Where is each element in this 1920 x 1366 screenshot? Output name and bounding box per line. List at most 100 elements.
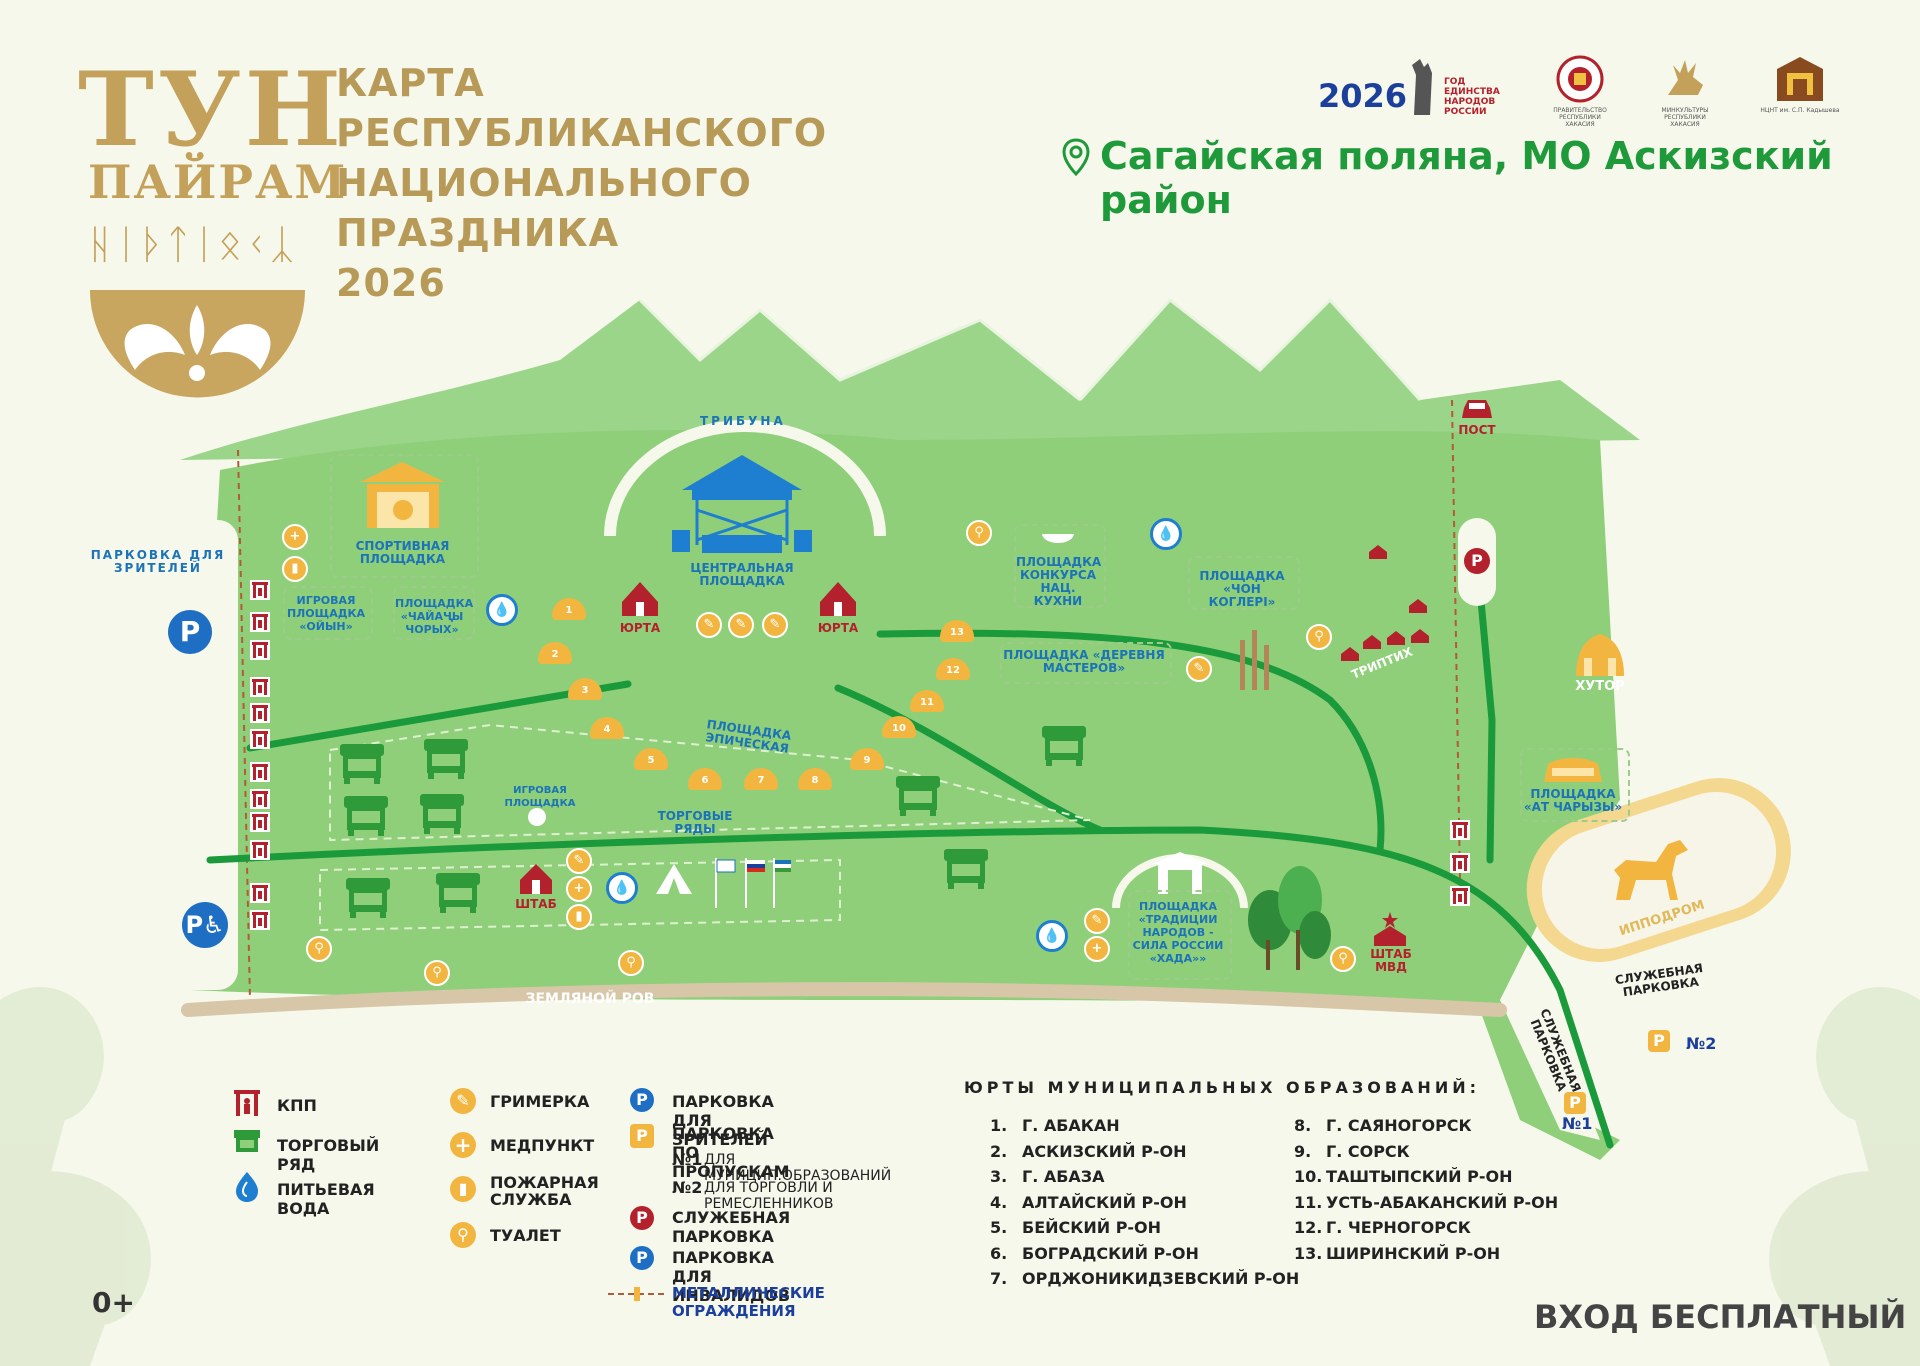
parking-disabled-legend-icon: P <box>630 1246 654 1270</box>
makeup-point-icon: ✎ <box>762 612 788 638</box>
shtab-mvd-label: ШТАБ МВД <box>1370 947 1412 974</box>
at-charyzy-label: ПЛОЩАДКА «АТ ЧАРЫЗЫ» <box>1523 787 1623 814</box>
legend-p-pass-2: ДЛЯ ТОРГОВЛИ И РЕМЕСЛЕННИКОВ <box>704 1180 834 1212</box>
runic-inscription: ᚺᛁᚦᛏᛁᛟᚲᛣ <box>88 222 296 268</box>
tribuna-arc <box>604 420 886 537</box>
fire-extinguisher-icon: ▮ <box>450 1176 476 1202</box>
masters-label: ПЛОЩАДКА «ДЕРЕВНЯ МАСТЕРОВ» <box>1003 648 1165 675</box>
legend-fences: МЕТАЛЛИЧЕСКИЕ ОГРАЖДЕНИЯ <box>672 1284 825 1320</box>
legend-kpp: КПП <box>277 1096 317 1115</box>
shtab-tent-icon <box>520 864 552 894</box>
toilet-point-icon: ⚲ <box>1330 946 1356 972</box>
kpp-checkpoint-icon <box>250 812 270 832</box>
kpp-checkpoint-icon <box>250 883 270 903</box>
kpp-checkpoint-icon <box>250 703 270 723</box>
legend-med: МЕДПУНКТ <box>490 1136 595 1155</box>
white-tent-icon <box>656 864 692 894</box>
municipal-yurt-3: 3 <box>568 678 602 700</box>
municipal-yurt-5: 5 <box>634 748 668 770</box>
yurt-list-number: 3. <box>990 1167 1008 1186</box>
yurt-list-number: 2. <box>990 1141 1008 1161</box>
traditions-label: ПЛОЩАДКА «ТРАДИЦИИ НАРОДОВ - СИЛА РОССИИ… <box>1132 900 1224 965</box>
legend-p-pass-1-number: №1 <box>672 1150 703 1169</box>
kpp-checkpoint-icon <box>250 677 270 697</box>
yurt-list-name: ШИРИНСКИЙ Р-ОН <box>1326 1243 1501 1263</box>
municipal-yurt-11: 11 <box>910 690 944 712</box>
bowl-icon <box>1042 534 1074 543</box>
legend-water: ПИТЬЕВАЯ ВОДА <box>277 1180 375 1218</box>
tribuna-label: ТРИБУНА <box>700 414 786 428</box>
yurts-list-title: ЮРТЫ МУНИЦИПАЛЬНЫХ ОБРАЗОВАНИЙ: <box>964 1078 1480 1097</box>
kpp-checkpoint-icon <box>250 789 270 809</box>
map-title: КАРТА РЕСПУБЛИКАНСКОГО НАЦИОНАЛЬНОГО ПРА… <box>336 61 828 305</box>
game-ball-icon <box>528 808 546 826</box>
pass-parking-2-icon: P <box>1648 1030 1670 1052</box>
kpp-icon <box>234 1090 260 1116</box>
tribune-icon <box>1544 758 1602 782</box>
small-yurt-icon <box>1341 647 1359 661</box>
municipal-yurt-1: 1 <box>552 598 586 620</box>
masters-area <box>1000 642 1172 684</box>
trade-stall-icon <box>1042 726 1086 766</box>
yurt-list-number: 5. <box>990 1218 1008 1237</box>
trade-stall-icon <box>896 776 940 816</box>
sport-pavilion-icon <box>360 462 445 528</box>
trade-stall-icon <box>346 878 390 918</box>
government-logo: ПРАВИТЕЛЬСТВО РЕСПУБЛИКИ ХАКАСИЯ <box>1548 55 1612 128</box>
kpp-checkpoint-icon <box>250 612 270 632</box>
legend-trade: ТОРГОВЫЙ РЯД <box>277 1136 380 1174</box>
yurt-list-name: БОГРАДСКИЙ Р-ОН <box>1022 1243 1199 1263</box>
chon-area <box>1188 556 1300 610</box>
fire-point-icon: ▮ <box>282 556 308 582</box>
yurt-list-name: Г. АБАЗА <box>1022 1167 1105 1186</box>
sport-area <box>330 454 479 578</box>
game-small-label: ИГРОВАЯ ПЛОЩАДКА <box>504 785 576 809</box>
location-pin-icon <box>1062 138 1090 176</box>
makeup-point-icon: ✎ <box>696 612 722 638</box>
age-rating: 0+ <box>92 1286 135 1319</box>
flags-icon <box>715 858 791 908</box>
kpp-checkpoint-icon <box>1450 853 1470 873</box>
service-parking-icon: P <box>1464 548 1490 574</box>
pass-parking-1-icon: P <box>1564 1092 1586 1114</box>
toilet-point-icon: ⚲ <box>618 950 644 976</box>
water-point-icon: 💧 <box>1036 920 1068 952</box>
yurt-list-name: АСКИЗСКИЙ Р-ОН <box>1022 1141 1187 1161</box>
sport-area-label: СПОРТИВНАЯ ПЛОЩАДКА <box>355 539 450 566</box>
trade-rows-label: ТОРГОВЫЕ РЯДЫ <box>657 809 733 836</box>
yurt-list-name: Г. САЯНОГОРСК <box>1326 1116 1472 1135</box>
culture-ministry-logo: МИНКУЛЬТУРЫ РЕСПУБЛИКИ ХАКАСИЯ <box>1650 55 1720 128</box>
yurt-list-number: 8. <box>1294 1116 1312 1135</box>
horse-icon <box>1614 840 1688 900</box>
yurta-tent-icon <box>820 582 856 616</box>
yurt-list-name: ОРДЖОНИКИДЗЕВСКИЙ Р-ОН <box>1022 1269 1300 1288</box>
traditions-area <box>1128 890 1232 980</box>
parking-disabled-icon: P♿ <box>182 902 228 948</box>
water-icon <box>236 1172 258 1202</box>
toilet-point-icon: ⚲ <box>424 960 450 986</box>
yurt-list-number: 4. <box>990 1192 1008 1212</box>
deer-emblem-icon <box>1668 60 1703 95</box>
kpp-checkpoint-icon <box>250 729 270 749</box>
legend-fire: ПОЖАРНАЯ СЛУЖБА <box>490 1173 599 1209</box>
festival-logo-title: ТУН <box>78 50 346 170</box>
yurta-tent-icon <box>622 582 658 616</box>
kpp-checkpoint-icon <box>250 910 270 930</box>
police-car-icon <box>1462 400 1492 418</box>
kitchen-area <box>1014 524 1106 608</box>
water-point-icon: 💧 <box>486 594 518 626</box>
yurt-list-number: 6. <box>990 1243 1008 1263</box>
yurt-list-name: Г. ЧЕРНОГОРСК <box>1326 1218 1471 1237</box>
kpp-checkpoint-icon <box>250 762 270 782</box>
ditch-label: ЗЕМЛЯНОЙ РОВ <box>525 991 655 1007</box>
trees-icon <box>1248 866 1331 970</box>
small-yurt-icon <box>1387 631 1405 645</box>
folk-center-emblem-icon <box>1777 57 1823 101</box>
med-point-icon: + <box>282 524 308 550</box>
yurta-label-2: ЮРТА <box>817 621 859 635</box>
post-label: ПОСТ <box>1458 423 1496 437</box>
kpp-checkpoint-icon <box>250 840 270 860</box>
makeup-point-icon: ✎ <box>1186 656 1212 682</box>
festival-logo-subtitle: ПАЙРАМ <box>88 155 348 209</box>
